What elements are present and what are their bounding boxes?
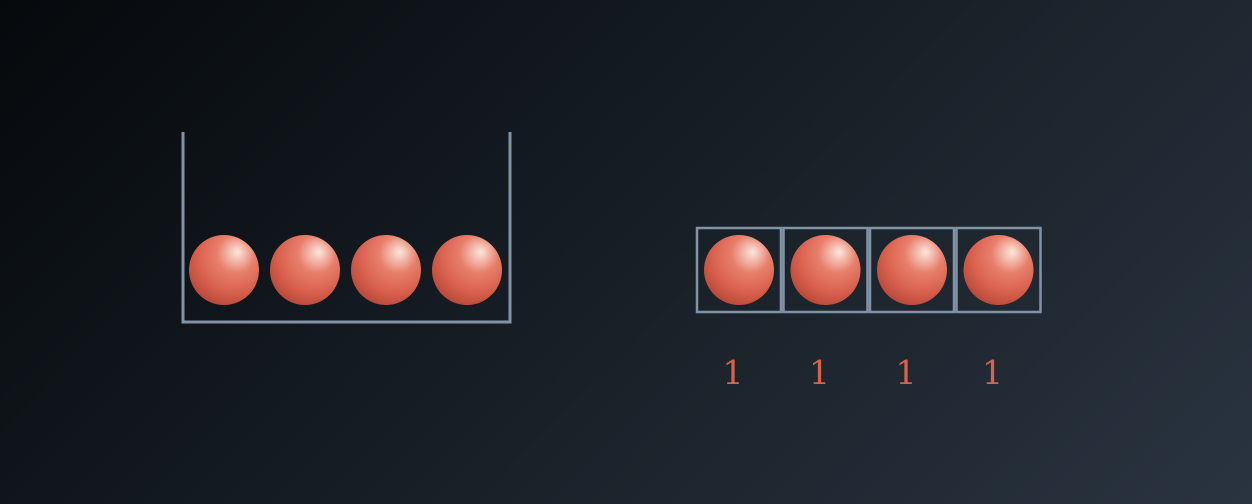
cell-box bbox=[695, 226, 783, 314]
cell-box bbox=[955, 226, 1042, 314]
cell-count-label: 1 bbox=[723, 353, 744, 392]
cell-box-outline bbox=[955, 226, 1042, 314]
cell-ball bbox=[877, 235, 947, 305]
cell-box-outline bbox=[695, 226, 783, 314]
box-row bbox=[695, 226, 1042, 314]
cell-ball bbox=[704, 235, 774, 305]
bucket-container bbox=[181, 132, 512, 324]
bucket-ball bbox=[351, 235, 421, 305]
box-labels: 1 1 1 1 bbox=[723, 353, 1004, 392]
cell-box-outline bbox=[782, 226, 869, 314]
cell-count-label: 1 bbox=[982, 353, 1003, 392]
cell-ball bbox=[963, 235, 1034, 305]
cell-count-label: 1 bbox=[896, 353, 917, 392]
bucket-balls bbox=[189, 235, 502, 305]
bucket-ball bbox=[189, 235, 259, 305]
cell-ball bbox=[790, 235, 861, 305]
cell-box bbox=[782, 226, 869, 314]
cell-box-outline bbox=[868, 226, 956, 314]
bucket-outline bbox=[181, 132, 512, 324]
bucket-ball bbox=[270, 235, 340, 305]
bucket-ball bbox=[432, 235, 502, 305]
cell-box bbox=[868, 226, 956, 314]
cell-count-label: 1 bbox=[809, 353, 830, 392]
